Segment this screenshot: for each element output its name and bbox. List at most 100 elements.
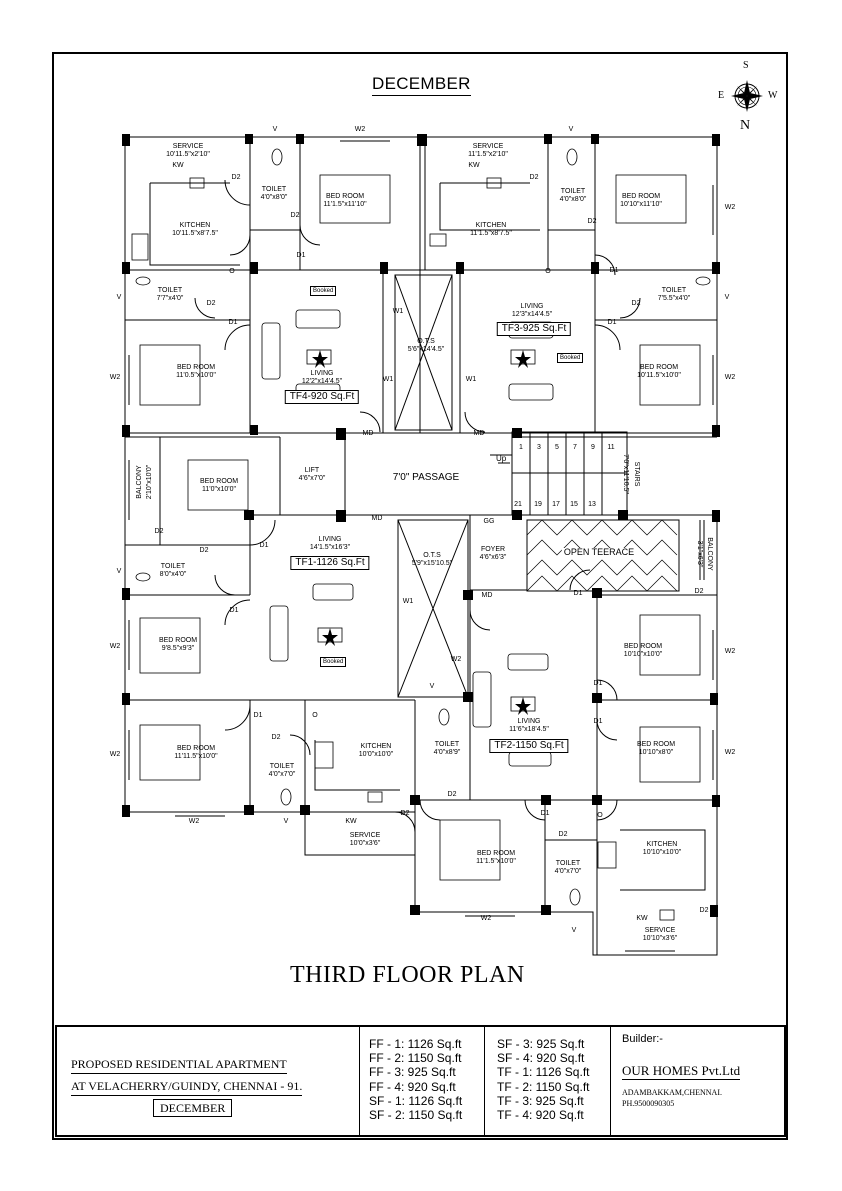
stairs-dim: 7'0"x11'10.5" <box>622 454 629 494</box>
balcony-a-dim: 2'10"x10'0" <box>146 464 153 500</box>
w1-mark-1: W1 <box>392 308 404 315</box>
tf3-booked-badge: Booked <box>557 353 584 363</box>
tf1-booked-badge: Booked <box>320 657 347 667</box>
toilet-d-label: TOILET <box>661 287 687 294</box>
d2-mark-9: D2 <box>694 588 704 595</box>
title-block-divider-2 <box>484 1027 485 1135</box>
d1-mark-8: D1 <box>593 680 603 687</box>
living-tf4-dim: 12'2"x14'4.5" <box>301 378 343 385</box>
w1-mark-4: W1 <box>402 598 414 605</box>
title-block-divider-1 <box>359 1027 360 1135</box>
foyer-dim: 4'6"x6'3" <box>479 554 507 561</box>
ots-b-dim: 5'9"x15'10.5" <box>411 560 453 567</box>
passage-label: 7'0" PASSAGE <box>392 472 460 483</box>
kitchen-b-label: KITCHEN <box>475 222 507 229</box>
kw-mark-b: KW <box>468 162 480 169</box>
d1-mark-5: D1 <box>259 542 269 549</box>
living-tf4-label: LIVING <box>310 370 334 377</box>
d2-mark-2: D2 <box>290 212 300 219</box>
toilet-c-dim: 7'7"x4'0" <box>156 295 184 302</box>
bed-g-label: BED ROOM <box>623 643 663 650</box>
toilet-f-dim: 4'0"x7'0" <box>268 771 296 778</box>
kw-mark-d: KW <box>636 915 648 922</box>
d1-mark-4: D1 <box>607 319 617 326</box>
lift-dim: 4'6"x7'0" <box>298 475 326 482</box>
bed-e-label: BED ROOM <box>199 478 239 485</box>
bed-c-label: BED ROOM <box>176 364 216 371</box>
w2-mark-4: W2 <box>724 374 736 381</box>
builder-address: ADAMBAKKAM,CHENNAI. <box>622 1088 722 1097</box>
drawing-frame <box>52 52 788 1140</box>
bed-j-label: BED ROOM <box>476 850 516 857</box>
area-sf3: SF - 3: 925 Sq.ft <box>497 1037 585 1051</box>
step-11: 11 <box>607 444 615 451</box>
compass-n-label: N <box>740 118 751 133</box>
bed-a-label: BED ROOM <box>325 193 365 200</box>
header-month: DECEMBER <box>372 74 471 96</box>
toilet-b-dim: 4'0"x8'0" <box>559 196 587 203</box>
v-mark-7: V <box>283 818 289 825</box>
living-tf2-label: LIVING <box>517 718 541 725</box>
tf4-booked-badge: Booked <box>310 286 337 296</box>
step-15: 15 <box>570 501 578 508</box>
d2-mark-11: D2 <box>447 791 457 798</box>
v-mark-4: V <box>724 294 730 301</box>
v-mark-6: V <box>429 683 435 690</box>
title-block-divider-3 <box>610 1027 611 1135</box>
kitchen-a-label: KITCHEN <box>179 222 211 229</box>
service-c-dim: 10'0"x3'6" <box>349 840 381 847</box>
living-tf1-dim: 14'1.5"x16'3" <box>309 544 351 551</box>
w2-mark-2: W2 <box>724 204 736 211</box>
unit-tf1-area: TF1-1126 Sq.Ft <box>290 556 370 570</box>
living-tf2-dim: 11'6"x18'4.5" <box>509 726 549 733</box>
md-mark-3: MD <box>371 515 383 522</box>
v-mark-1: V <box>272 126 278 133</box>
unit-tf2-area: TF2-1150 Sq.Ft <box>489 739 569 753</box>
d2-mark-13: D2 <box>558 831 568 838</box>
area-ff4: FF - 4: 920 Sq.ft <box>369 1079 456 1094</box>
bed-i-label: BED ROOM <box>636 741 676 748</box>
w2-mark-9: W2 <box>188 818 200 825</box>
area-tf4: TF - 4: 920 Sq.ft <box>497 1108 584 1123</box>
toilet-e-dim: 8'0"x4'0" <box>159 571 187 578</box>
toilet-h-dim: 4'0"x7'0" <box>554 868 582 875</box>
v-mark-5: V <box>116 568 122 575</box>
toilet-h-label: TOILET <box>555 860 581 867</box>
d1-mark-6: D1 <box>229 607 239 614</box>
kitchen-c-label: KITCHEN <box>360 743 392 750</box>
w2-mark-3: W2 <box>109 374 121 381</box>
bed-b-dim: 10'10"x11'10" <box>620 201 662 208</box>
w2-mark-5: W2 <box>109 643 121 650</box>
title-block: PROPOSED RESIDENTIAL APARTMENT AT VELACH… <box>55 1025 786 1137</box>
bed-d-label: BED ROOM <box>639 364 679 371</box>
d1-mark-1: D1 <box>296 252 306 259</box>
bed-g-dim: 10'10"x10'0" <box>623 651 663 658</box>
kitchen-d-label: KITCHEN <box>646 841 678 848</box>
plan-title: THIRD FLOOR PLAN <box>290 962 525 988</box>
balcony-b-label: BALCONY <box>706 537 713 571</box>
d1-mark-2: D1 <box>609 267 619 274</box>
area-tf1: TF - 1: 1126 Sq.ft <box>497 1065 590 1080</box>
bed-j-dim: 11'1.5"x10'0" <box>476 858 516 865</box>
d1-mark-3: D1 <box>228 319 238 326</box>
step-21: 21 <box>514 501 522 508</box>
kitchen-c-dim: 10'0"x10'0" <box>358 751 394 758</box>
builder-name: OUR HOMES Pvt.Ltd <box>622 1063 741 1080</box>
v-mark-2: V <box>568 126 574 133</box>
step-3: 3 <box>537 444 541 451</box>
bed-h-label: BED ROOM <box>176 745 216 752</box>
v-mark-3: V <box>116 294 122 301</box>
toilet-c-label: TOILET <box>157 287 183 294</box>
toilet-d-dim: 7'5.5"x4'0" <box>657 295 691 302</box>
step-7: 7 <box>573 444 577 451</box>
d2-mark-5: D2 <box>206 300 216 307</box>
living-tf1-label: LIVING <box>318 536 342 543</box>
md-mark-2: MD <box>473 430 485 437</box>
area-ff3: FF - 3: 925 Sq.ft <box>369 1065 456 1080</box>
w1-mark-2: W1 <box>382 376 394 383</box>
o-mark-2: O <box>545 268 551 275</box>
ots-b-label: O.T.S <box>423 552 441 559</box>
ots-a-label: O.T.S <box>417 338 435 345</box>
open-terrace-label: OPEN TEERACE <box>561 547 637 557</box>
